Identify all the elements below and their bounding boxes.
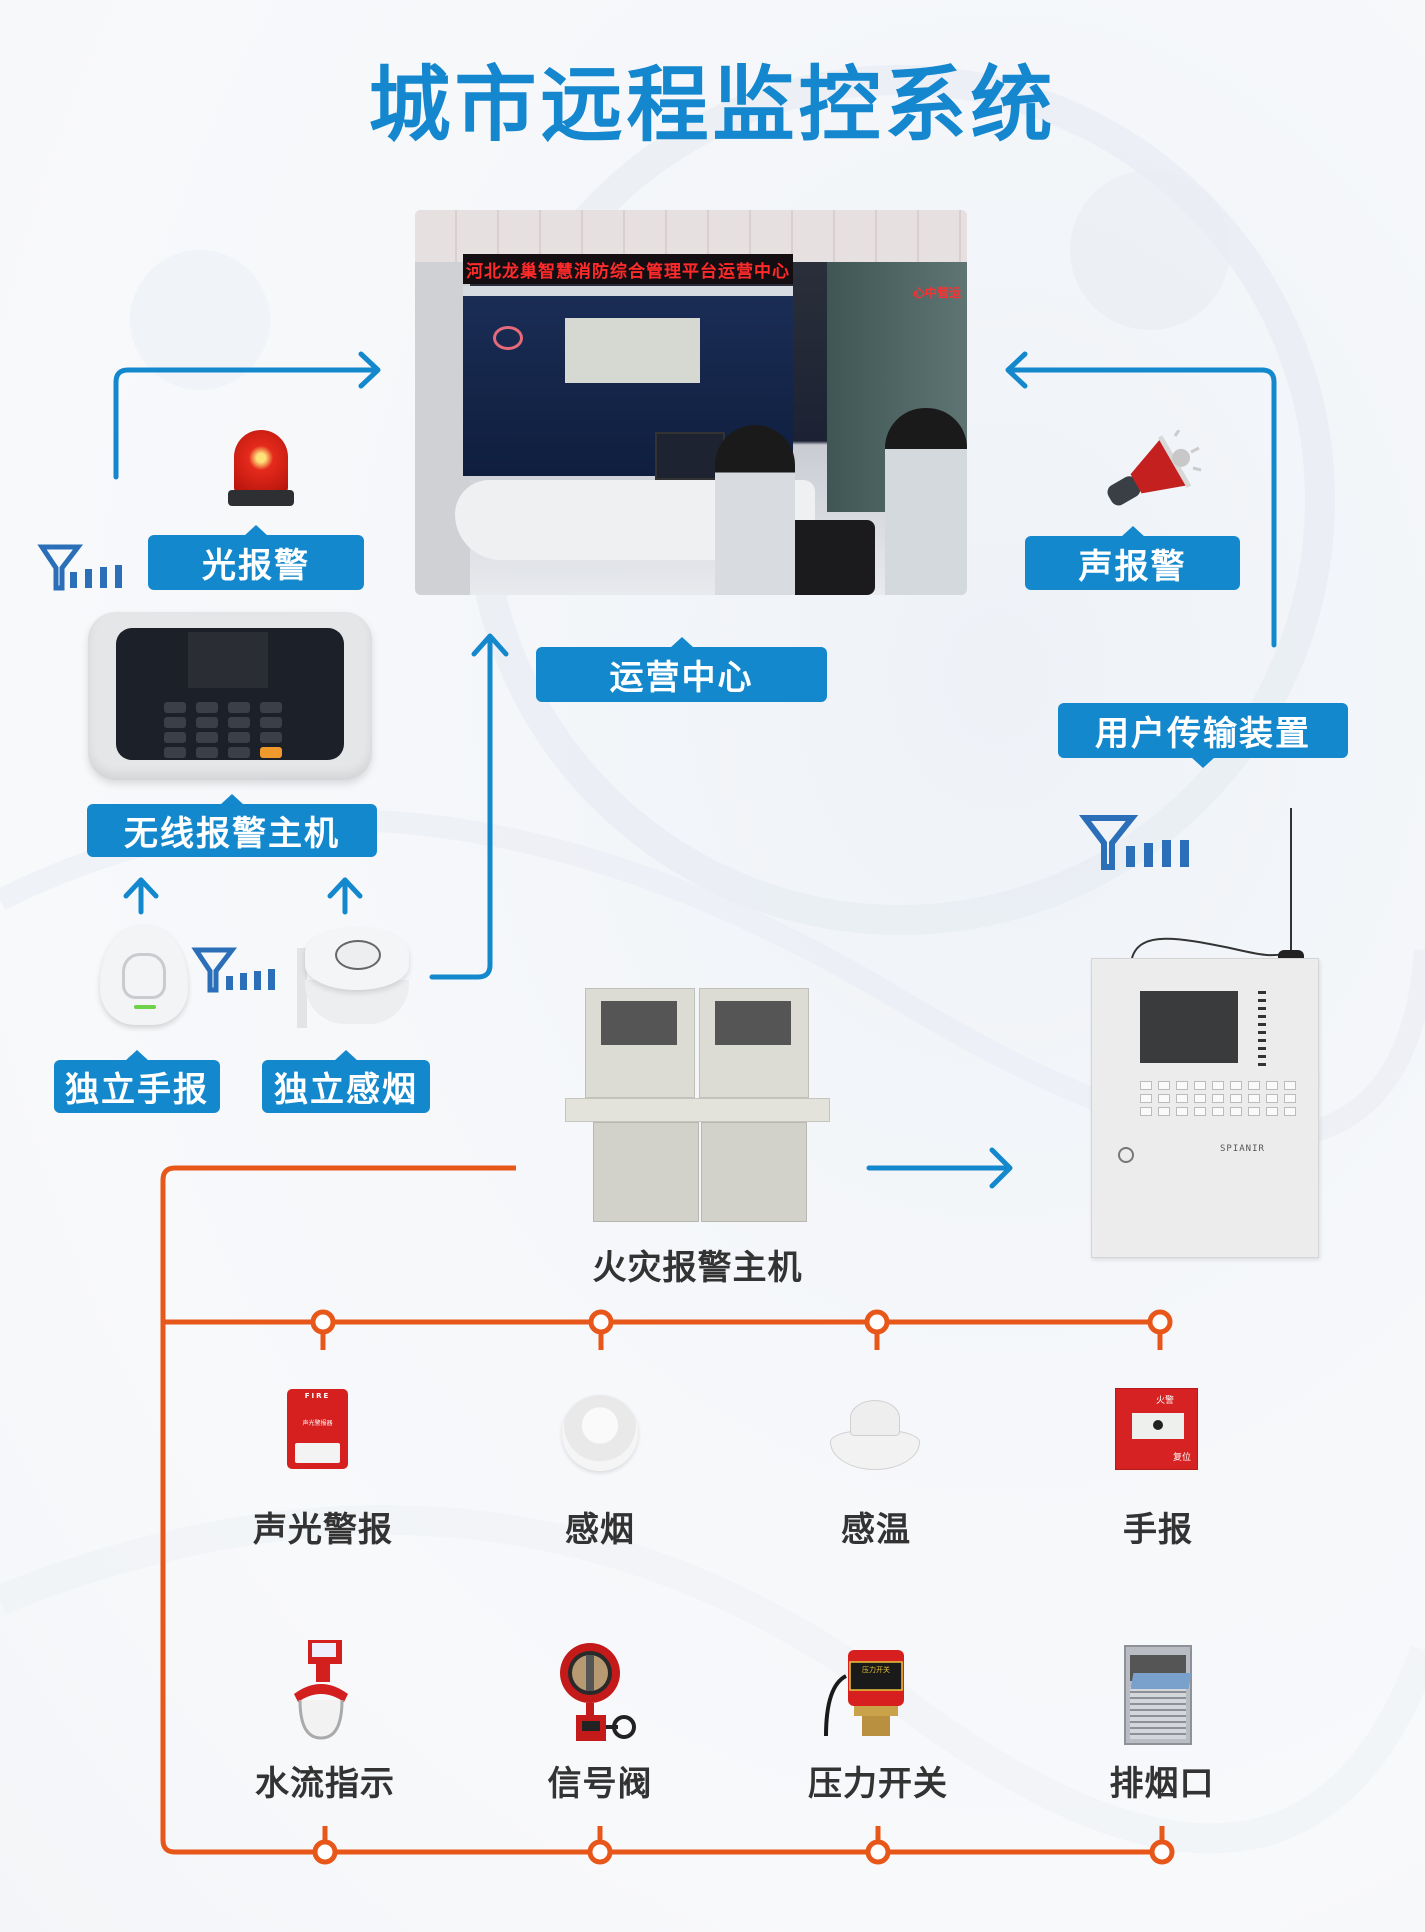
bus-node	[865, 1839, 891, 1865]
device-label: 压力开关	[808, 1764, 948, 1804]
pressure-switch-icon: 压力开关	[824, 1650, 904, 1737]
device-label: 水流指示	[255, 1764, 395, 1804]
operations-center-label: 运营中心	[536, 647, 827, 702]
standalone-manual-call-label: 独立手报	[54, 1060, 220, 1113]
page-title: 城市远程监控系统	[368, 58, 1057, 153]
wireless-smoke-detector-device	[297, 928, 409, 1028]
megaphone-icon	[1107, 430, 1202, 506]
arrow-head-right-host	[989, 1147, 1013, 1189]
svg-text:压力开关: 压力开关	[862, 1665, 890, 1674]
lcd-screen	[1140, 991, 1238, 1063]
manual-call-point-icon: 火警 复位	[1115, 1388, 1198, 1470]
device-label: 手报	[1123, 1510, 1193, 1550]
device-label: 感温	[841, 1510, 911, 1550]
operator	[885, 408, 967, 595]
donut-chart-display	[493, 326, 523, 350]
standalone-smoke-label: 独立感烟	[262, 1060, 430, 1113]
water-flow-indicator-icon	[294, 1640, 348, 1740]
arrow-head-right-top-left	[358, 351, 381, 389]
smoke-vent-icon	[1124, 1645, 1192, 1745]
bus-node	[1149, 1839, 1175, 1865]
glass-sign: 心中营运	[912, 286, 961, 300]
map-display	[565, 318, 700, 383]
antenna-signal-icon	[1078, 815, 1189, 870]
bus-node	[312, 1839, 338, 1865]
lcd-screen	[188, 632, 268, 688]
operations-center-photo: 河北龙巢智慧消防综合管理平台运营中心 心中营运	[415, 210, 967, 595]
arrow-head-left-top-right	[1005, 351, 1028, 389]
flow-line-smoke-to-center	[429, 635, 493, 980]
bus-node	[587, 1839, 613, 1865]
keypad	[164, 702, 282, 758]
wireless-manual-call-device	[100, 925, 188, 1025]
arrow-head-up-smoke	[327, 877, 363, 899]
antenna-signal-icon	[191, 947, 275, 993]
bus-node	[310, 1309, 336, 1335]
operator	[715, 425, 795, 595]
antenna-cable	[1131, 937, 1291, 959]
wireless-alarm-host-device	[88, 612, 372, 780]
keypad	[1140, 1081, 1296, 1116]
fire-alarm-host-label: 火灾报警主机	[592, 1248, 803, 1288]
light-alarm-label: 光报警	[148, 535, 364, 590]
user-transmission-label: 用户传输装置	[1058, 703, 1348, 758]
lock-icon	[1118, 1147, 1134, 1163]
antenna-signal-icon	[37, 544, 122, 591]
wireless-host-label: 无线报警主机	[87, 804, 377, 857]
antenna-icon	[1290, 808, 1292, 958]
sound-alarm-label: 声报警	[1025, 536, 1240, 590]
arrow-head-up-center	[471, 633, 509, 657]
sound-light-alarm-icon: FIRE 声光警报器	[287, 1389, 348, 1469]
bus-node	[1147, 1309, 1173, 1335]
heat-detector-icon	[830, 1400, 920, 1472]
device-label: 感烟	[565, 1510, 635, 1550]
device-label: 信号阀	[547, 1764, 653, 1804]
speaker-label: SPIANIR	[1220, 1144, 1265, 1154]
bus-node	[588, 1309, 614, 1335]
device-label: 排烟口	[1109, 1764, 1215, 1804]
arrow-head-up-manual	[123, 877, 159, 899]
strobe-beacon-icon	[228, 430, 294, 510]
fire-alarm-host-console	[565, 988, 830, 1222]
device-label: 声光警报	[253, 1510, 393, 1550]
user-transmission-device: SPIANIR	[1091, 958, 1319, 1258]
led-banner: 河北龙巢智慧消防综合管理平台运营中心	[463, 254, 793, 284]
signal-valve-icon	[560, 1643, 636, 1741]
bus-node	[864, 1309, 890, 1335]
smoke-detector-icon	[562, 1395, 638, 1471]
